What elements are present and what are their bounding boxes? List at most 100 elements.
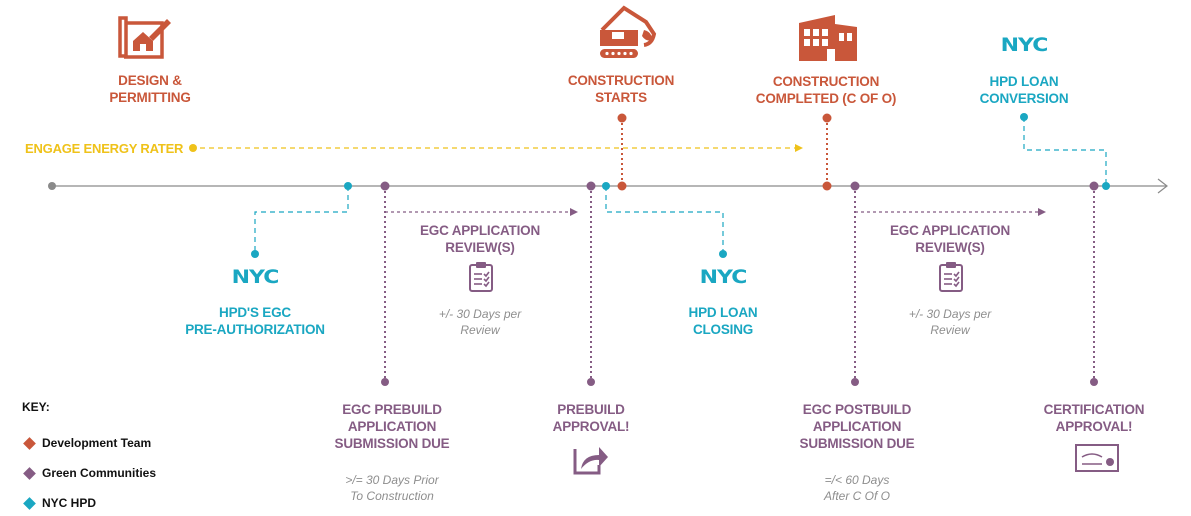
loan-conversion-label: HPD LOAN CONVERSION — [914, 73, 1134, 107]
pre-authorization-dot — [251, 250, 259, 258]
label-line: COMPLETED (C OF O) — [755, 91, 897, 106]
clipboard-checklist-icon — [469, 262, 493, 292]
loan-conversion-dot-top — [1020, 113, 1028, 121]
energy-rater-dot — [189, 144, 197, 152]
legend-item-nyc-hpd: NYC HPD — [22, 488, 156, 516]
note-line: After C Of O — [823, 489, 890, 503]
label-line: REVIEW(S) — [445, 240, 515, 255]
timeline-dot-loan-closing — [602, 182, 610, 190]
certificate-icon — [1075, 444, 1119, 472]
note-line: =/< 60 Days — [824, 473, 890, 487]
label-line: APPROVAL! — [552, 419, 630, 434]
label-line: CLOSING — [692, 322, 754, 337]
postbuild-submission-note: =/< 60 Days After C Of O — [757, 472, 957, 504]
construction-completed-dot-top — [822, 113, 832, 123]
label-line: APPLICATION — [347, 419, 437, 434]
label-line: EGC PREBUILD — [342, 402, 442, 417]
pre-authorization-label: HPD'S EGC PRE-AUTHORIZATION — [145, 304, 365, 338]
loan-closing-dot — [719, 250, 727, 258]
label-line: SUBMISSION DUE — [334, 436, 450, 451]
certification-dot — [1090, 378, 1098, 386]
legend-label: Green Communities — [42, 466, 157, 480]
timeline-arrowhead — [1157, 178, 1168, 194]
label-line: APPLICATION — [812, 419, 902, 434]
design-permitting-label: DESIGN & PERMITTING — [40, 72, 260, 106]
legend-label: Development Team — [42, 436, 152, 450]
label-line: CERTIFICATION — [1043, 402, 1145, 417]
loan-closing-label: HPD LOAN CLOSING — [613, 304, 833, 338]
certification-label: CERTIFICATION APPROVAL! — [984, 401, 1191, 435]
note-line: Review — [930, 323, 970, 337]
note-line: Review — [460, 323, 500, 337]
diamond-icon — [23, 496, 36, 510]
diamond-icon — [23, 466, 36, 480]
nyc-logo: NYC — [231, 266, 280, 289]
label-line: APPROVAL! — [1055, 419, 1133, 434]
construction-starts-dot-top — [617, 113, 627, 123]
energy-rater-arrowhead — [795, 144, 803, 152]
note-line: +/- 30 Days per — [908, 307, 992, 321]
note-line: +/- 30 Days per — [438, 307, 522, 321]
label-line: EGC APPLICATION — [419, 223, 540, 238]
label-line: DESIGN & — [118, 73, 182, 88]
review1-label: EGC APPLICATION REVIEW(S) — [370, 222, 590, 256]
timeline-dot-prebuild-approval — [586, 181, 596, 191]
timeline-dot-loan-conversion — [1102, 182, 1110, 190]
timeline-dot-certification — [1089, 181, 1099, 191]
review2-label: EGC APPLICATION REVIEW(S) — [840, 222, 1060, 256]
loan-conversion-connector — [1023, 117, 1107, 186]
label-line: CONVERSION — [979, 91, 1069, 106]
label-line: CONSTRUCTION — [772, 74, 880, 89]
prebuild-approval-dot — [587, 378, 595, 386]
note-line: To Construction — [350, 489, 434, 503]
excavator-icon — [600, 5, 657, 58]
label-line: REVIEW(S) — [915, 240, 985, 255]
share-icon — [573, 447, 608, 475]
postbuild-submission-dot — [851, 378, 859, 386]
clipboard-checklist-icon — [939, 262, 963, 292]
construction-completed-label: CONSTRUCTION COMPLETED (C OF O) — [716, 73, 936, 107]
timeline-dot-postbuild-submission — [850, 181, 860, 191]
legend-title: KEY: — [22, 400, 50, 414]
label-line: CONSTRUCTION — [567, 73, 675, 88]
nyc-logo: NYC — [699, 266, 748, 289]
label-line: STARTS — [595, 90, 647, 105]
review2-arrowhead — [1038, 208, 1046, 216]
building-icon — [799, 15, 857, 61]
label-line: EGC APPLICATION — [889, 223, 1010, 238]
loan-closing-connector — [605, 186, 724, 254]
construction-starts-label: CONSTRUCTION STARTS — [511, 72, 731, 106]
review1-arrowhead — [570, 208, 578, 216]
label-line: HPD LOAN — [688, 305, 758, 320]
prebuild-submission-label: EGC PREBUILD APPLICATION SUBMISSION DUE — [282, 401, 502, 452]
diamond-icon — [23, 436, 36, 450]
blueprint-house-icon — [118, 16, 171, 59]
postbuild-submission-label: EGC POSTBUILD APPLICATION SUBMISSION DUE — [747, 401, 967, 452]
label-line: HPD'S EGC — [219, 305, 291, 320]
label-line: PERMITTING — [109, 90, 191, 105]
timeline-dot-pre-authorization — [344, 182, 352, 190]
legend-item-development-team: Development Team — [22, 428, 156, 458]
prebuild-approval-label: PREBUILD APPROVAL! — [481, 401, 701, 435]
legend: KEY: Development Team Green Communities … — [22, 400, 156, 516]
label-line: PREBUILD — [557, 402, 625, 417]
legend-label: NYC HPD — [42, 496, 97, 510]
prebuild-submission-note: >/= 30 Days Prior To Construction — [292, 472, 492, 504]
timeline-start-dot — [48, 182, 56, 190]
pre-authorization-connector — [254, 186, 349, 254]
label-line: PRE-AUTHORIZATION — [185, 322, 325, 337]
label-line: HPD LOAN — [989, 74, 1059, 89]
timeline-dot-construction-completed — [822, 181, 832, 191]
review1-duration-note: +/- 30 Days per Review — [380, 306, 580, 338]
nyc-logo: NYC — [1000, 34, 1049, 57]
prebuild-submission-dot — [381, 378, 389, 386]
timeline-dot-construction-starts — [617, 181, 627, 191]
label-line: SUBMISSION DUE — [799, 436, 915, 451]
note-line: >/= 30 Days Prior — [345, 473, 439, 487]
label-line: EGC POSTBUILD — [802, 402, 912, 417]
engage-energy-rater-label: ENGAGE ENERGY RATER — [25, 141, 184, 156]
timeline-dot-prebuild-submission — [380, 181, 390, 191]
review2-duration-note: +/- 30 Days per Review — [850, 306, 1050, 338]
